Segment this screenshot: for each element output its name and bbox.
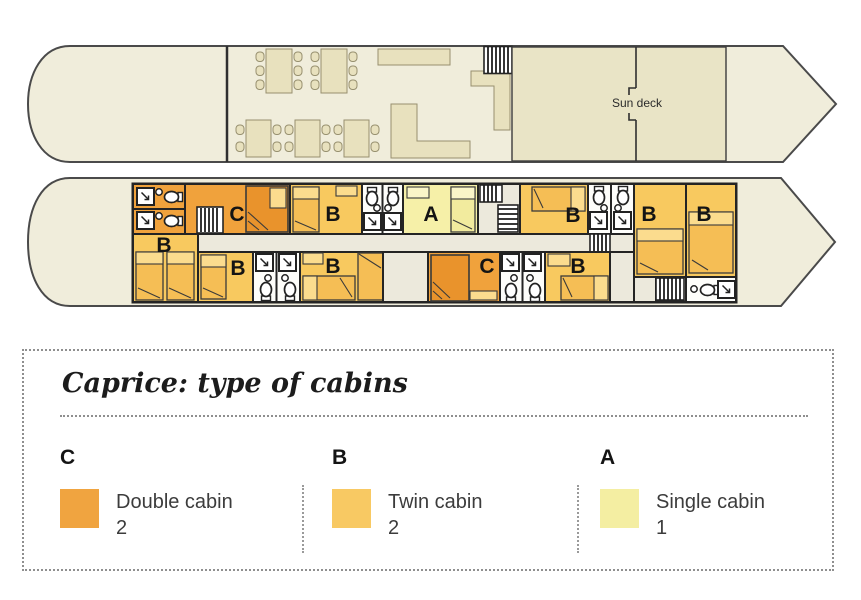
upper-deck: Sun deck <box>26 45 838 163</box>
toilet-icon <box>592 185 606 206</box>
sink-icon <box>690 285 698 293</box>
shower-icon <box>278 253 297 272</box>
bathroom-bottom-1 <box>499 251 546 303</box>
shower-icon <box>589 211 608 230</box>
sink-icon <box>264 274 272 282</box>
cabin-b-bottom-2 <box>299 251 384 303</box>
cabin-c-top-bathrooms <box>132 183 186 235</box>
sink-icon <box>155 212 163 220</box>
shower-icon <box>363 212 382 231</box>
cabin-c-bottom <box>427 251 501 303</box>
cabin-label-b-top-4: B <box>696 203 711 226</box>
toilet-icon <box>528 282 542 303</box>
legend-name: Double cabin <box>116 491 233 513</box>
shower-icon <box>613 211 632 230</box>
lower-deck: C B A B B B B B B C B <box>26 177 837 307</box>
toilet-icon <box>259 281 273 302</box>
ship-deck-plan: Sun deck <box>26 45 838 307</box>
cabin-letters: C B A B B B B B B C B <box>156 203 711 280</box>
cabin-label-b-left: B <box>156 234 171 257</box>
shower-icon <box>136 211 155 230</box>
shower-icon <box>501 253 520 272</box>
sink-icon <box>600 204 608 212</box>
legend-count: 2 <box>116 517 128 539</box>
legend-letter: A <box>600 446 616 469</box>
bed <box>430 254 470 302</box>
toilet-icon <box>386 186 400 207</box>
toilet-icon <box>504 282 518 303</box>
corridor-aft <box>633 276 657 303</box>
legend-separator <box>302 485 304 553</box>
bathroom-aft <box>685 276 737 303</box>
cabin-label-a-top: A <box>423 203 438 226</box>
legend-name: Twin cabin <box>388 491 483 513</box>
cabin-b-bottom-1 <box>197 251 301 303</box>
toilet-icon <box>283 281 297 302</box>
cabin-a-top <box>402 183 479 235</box>
toilet-icon <box>163 214 184 228</box>
legend-box: Caprice: type of cabins C Double cabin 2… <box>22 349 834 571</box>
stairs-icon <box>483 45 513 75</box>
toilet-icon <box>163 190 184 204</box>
cabin-label-b-bottom-3: B <box>570 255 585 278</box>
sun-deck: Sun deck <box>511 46 727 162</box>
bathroom-top-1 <box>361 183 404 235</box>
corridor <box>197 233 635 253</box>
bathroom-top-2 <box>587 183 635 235</box>
shower-icon <box>717 280 736 299</box>
cabin-b-top-4 <box>685 183 737 278</box>
stairs-zone <box>477 183 521 235</box>
shower-icon <box>136 187 155 206</box>
cabin-b-bottom-3 <box>544 251 611 303</box>
shower-icon <box>523 253 542 272</box>
shower-icon <box>383 212 402 231</box>
corridor-vertical <box>609 251 635 303</box>
color-swatch-double-cabin <box>60 489 99 528</box>
cabin-label-b-top-1: B <box>325 203 340 226</box>
legend-separator <box>577 485 579 553</box>
toilet-icon <box>699 283 720 297</box>
cabin-label-b-bottom-1: B <box>230 257 245 280</box>
sink-icon <box>384 204 392 212</box>
cabin-b-top-2 <box>519 183 589 235</box>
legend-letter: C <box>60 446 76 469</box>
legend-item-double-cabin: C Double cabin 2 <box>60 351 300 569</box>
sink-icon <box>155 188 163 196</box>
legend-item-single-cabin: A Single cabin 1 <box>600 351 840 569</box>
toilet-icon <box>365 186 379 207</box>
cabin-b-left <box>132 233 199 303</box>
color-swatch-twin-cabin <box>332 489 371 528</box>
legend-count: 1 <box>656 517 668 539</box>
legend-divider <box>60 415 808 417</box>
cabin-label-b-bottom-2: B <box>325 255 340 278</box>
cabin-b-top-3 <box>633 183 687 278</box>
color-swatch-single-cabin <box>600 489 639 528</box>
bar-counter <box>377 48 511 159</box>
lobby-open-area <box>382 251 429 303</box>
legend-name: Single cabin <box>656 491 765 513</box>
legend-letter: B <box>332 446 348 469</box>
sink-icon <box>614 204 622 212</box>
sink-icon <box>510 274 518 282</box>
sink-icon <box>526 274 534 282</box>
cabin-label-b-top-2: B <box>565 204 580 227</box>
cabin-label-c-top: C <box>229 203 244 226</box>
shower-icon <box>255 253 274 272</box>
cabin-label-b-top-3: B <box>641 203 656 226</box>
legend-item-twin-cabin: B Twin cabin 2 <box>332 351 572 569</box>
corridor-stairs-icon <box>589 233 611 253</box>
dining-tables <box>235 48 380 158</box>
sink-icon <box>373 204 381 212</box>
toilet-icon <box>616 185 630 206</box>
legend-title: Caprice: type of cabins <box>62 368 408 399</box>
cabin-c-top <box>184 183 291 235</box>
legend-count: 2 <box>388 517 400 539</box>
bed <box>357 252 384 301</box>
sun-deck-label: Sun deck <box>612 96 663 110</box>
sink-icon <box>281 274 289 282</box>
aft-stairs-icon <box>655 277 685 301</box>
cabin-b-top-1 <box>289 183 363 235</box>
cabin-label-c-bottom: C <box>479 255 494 278</box>
